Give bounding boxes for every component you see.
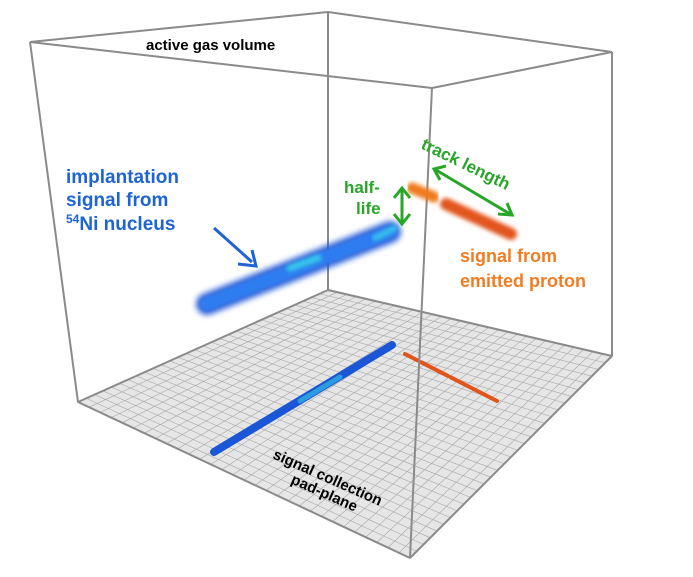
proton-label-line2: emitted proton [460, 271, 586, 291]
proton-track-start [406, 182, 440, 203]
gas-volume-label: active gas volume [146, 37, 275, 54]
implantation-label-line3: 54Ni nucleus [66, 212, 175, 235]
pad-plane [76, 289, 613, 559]
implantation-track-highlight-end [372, 225, 398, 241]
pad-grid-line [119, 383, 444, 525]
proton-signal [406, 182, 517, 240]
track-length-label: track length [418, 135, 513, 194]
proton-projection [403, 352, 499, 403]
implantation-pointer-arrow [212, 226, 258, 268]
gas-volume-box [29, 11, 613, 559]
projected-tracks [210, 341, 499, 456]
pad-grid-line [365, 346, 575, 538]
pad-grid-line [111, 386, 438, 532]
implantation-signal [196, 221, 401, 315]
proton-label-line1: signal from [460, 246, 557, 266]
pad-grid-line [387, 351, 594, 548]
implantation-label-line2: signal from [66, 190, 168, 211]
pad-grid-line [94, 394, 424, 545]
proton-label: signal from emitted proton [460, 246, 586, 291]
track-length-arrow [431, 164, 515, 217]
half-life-label: half- life [344, 178, 381, 218]
isotope-mass-number: 54 [66, 212, 80, 226]
half-life-label-line2: life [356, 199, 381, 218]
half-life-label-line1: half- [344, 178, 380, 197]
implantation-label-line1: implantation [66, 167, 179, 188]
implantation-projection-highlight [297, 374, 343, 404]
pad-grid-line [86, 397, 417, 552]
implantation-label: implantation signal from 54Ni nucleus [66, 167, 179, 235]
pad-grid-line [398, 353, 603, 554]
proton-track [440, 198, 517, 240]
half-life-arrow [392, 185, 412, 227]
pad-grid-line [102, 390, 431, 539]
isotope-name: Ni nucleus [79, 214, 175, 235]
implantation-track-highlight [286, 254, 322, 272]
